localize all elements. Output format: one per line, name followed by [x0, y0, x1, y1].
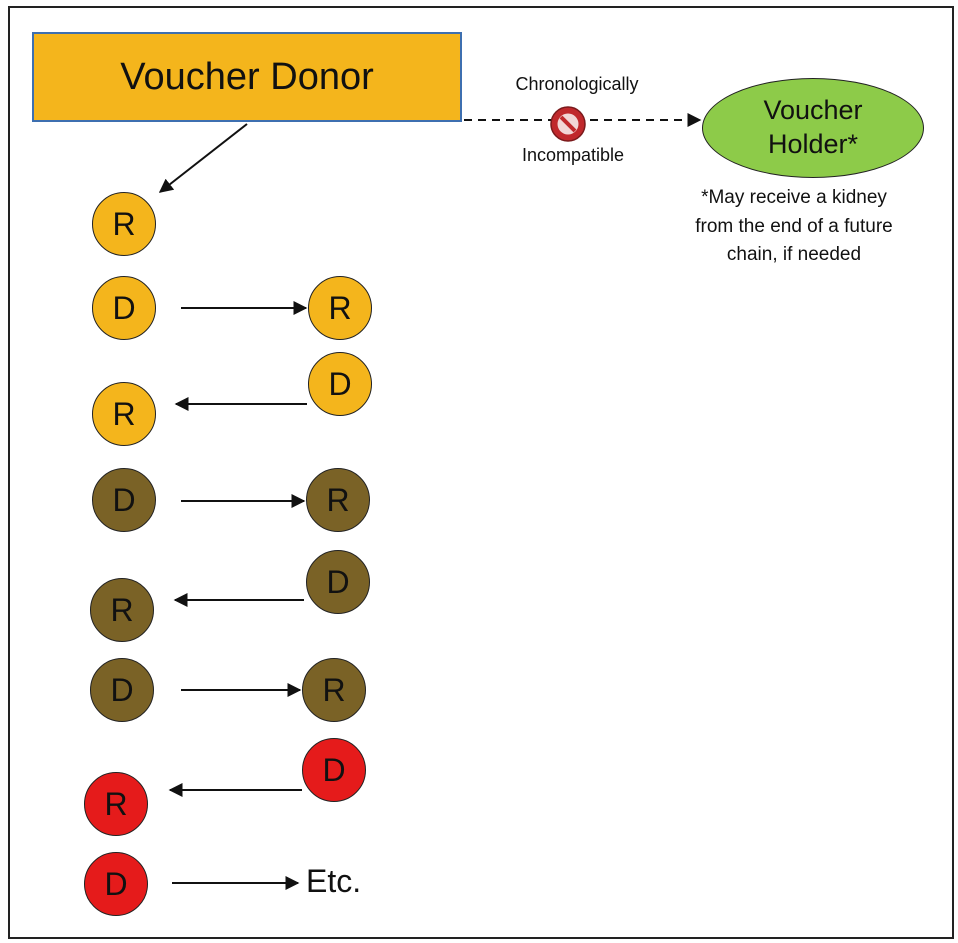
chain-node-13: R — [84, 772, 148, 836]
chain-node-6: D — [92, 468, 156, 532]
chain-node-4: D — [308, 352, 372, 416]
chain-node-12: D — [302, 738, 366, 802]
voucher-donor-box: Voucher Donor — [32, 32, 462, 122]
chain-node-5: R — [92, 382, 156, 446]
chain-node-11: R — [302, 658, 366, 722]
voucher-holder-line1: Voucher — [763, 95, 863, 126]
chain-node-1: R — [92, 192, 156, 256]
voucher-donor-label: Voucher Donor — [120, 55, 374, 98]
chain-node-10: D — [90, 658, 154, 722]
donor-to-first-recipient-arrow — [158, 123, 248, 193]
chain-node-2: D — [92, 276, 156, 340]
voucher-holder-note: *May receive a kidney from the end of a … — [634, 184, 954, 270]
incompatible-label: Incompatible — [521, 145, 625, 165]
chronologically-label: Chronologically — [515, 74, 639, 94]
chain-node-3: R — [308, 276, 372, 340]
chain-node-14: D — [84, 852, 148, 916]
voucher-holder-line2: Holder* — [767, 129, 859, 159]
chain-node-9: R — [90, 578, 154, 642]
chain-node-8: D — [306, 550, 370, 614]
prohibited-icon — [550, 106, 586, 142]
etc-label: Etc. — [306, 863, 362, 899]
note-line-3: chain, if needed — [726, 244, 862, 265]
chain-node-7: R — [306, 468, 370, 532]
voucher-holder-ellipse: Voucher Holder* — [702, 78, 924, 178]
note-line-1: *May receive a kidney — [701, 187, 887, 208]
note-line-2: from the end of a future — [695, 215, 893, 237]
